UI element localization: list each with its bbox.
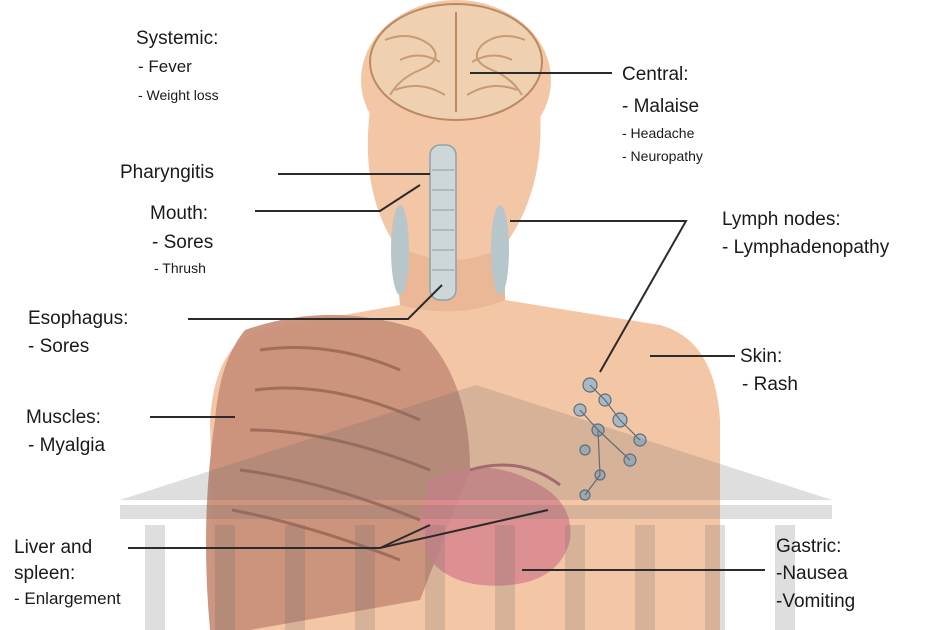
central-item-headache: - Headache (622, 125, 694, 141)
liver-title-line2: spleen: (14, 563, 75, 585)
mouth-title: Mouth: (150, 203, 208, 225)
lymph-title: Lymph nodes: (722, 209, 841, 231)
central-item-malaise: - Malaise (622, 96, 699, 118)
esophagus-title: Esophagus: (28, 308, 128, 330)
skin-title: Skin: (740, 346, 782, 368)
skin-item-rash: - Rash (742, 374, 798, 396)
gastric-item-vomiting: -Vomiting (776, 591, 855, 613)
muscles-item-myalgia: - Myalgia (28, 435, 105, 457)
liver-title-line1: Liver and (14, 537, 92, 559)
central-item-neuropathy: - Neuropathy (622, 148, 703, 164)
gastric-title: Gastric: (776, 536, 841, 558)
gastric-item-nausea: -Nausea (776, 563, 848, 585)
mouth-item-sores: - Sores (152, 232, 213, 254)
systemic-title: Systemic: (136, 28, 218, 50)
central-title: Central: (622, 64, 689, 86)
brain-illustration (370, 4, 542, 120)
pharyngitis-title: Pharyngitis (120, 162, 214, 184)
mouth-item-thrush: - Thrush (154, 260, 206, 276)
muscles-title: Muscles: (26, 407, 101, 429)
esophagus-item-sores: - Sores (28, 336, 89, 358)
systemic-item-weight-loss: - Weight loss (138, 87, 219, 103)
lymph-item-lymphadenopathy: - Lymphadenopathy (722, 237, 889, 259)
systemic-item-fever: - Fever (138, 57, 192, 77)
liver-item-enlargement: - Enlargement (14, 589, 121, 609)
